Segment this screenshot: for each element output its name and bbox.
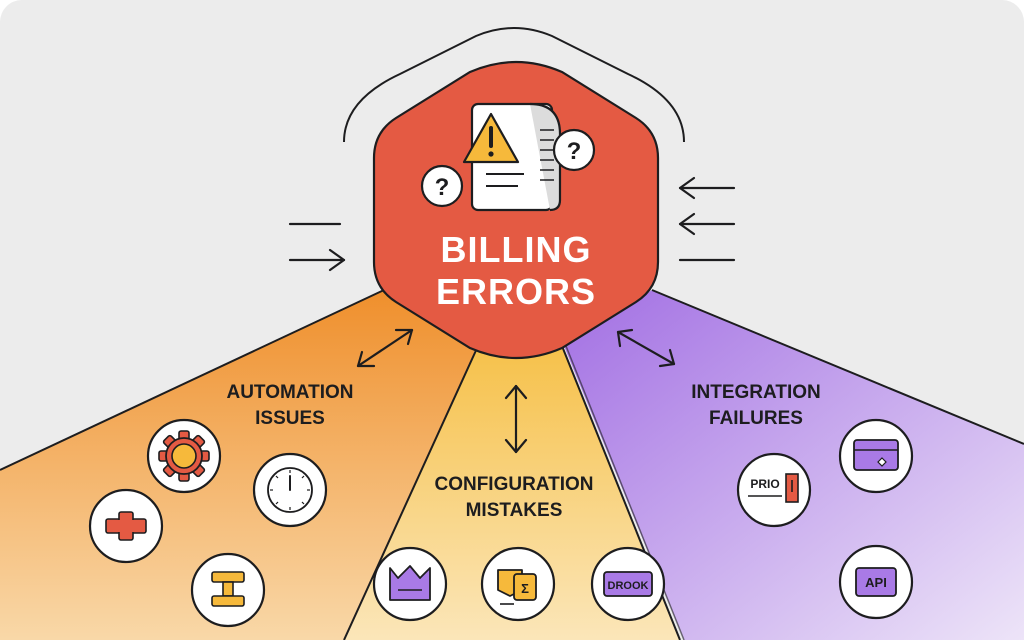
arch-outline — [343, 27, 685, 143]
double-arrow-right — [616, 328, 676, 368]
warning-icon — [462, 112, 520, 164]
clock-icon — [252, 452, 328, 528]
api-label: API — [865, 575, 887, 590]
plus-icon — [88, 488, 164, 564]
price-tag-icon: PRIO — [736, 452, 812, 528]
configuration-label-line2: MISTAKES — [466, 500, 563, 521]
tax-icon: Σ — [480, 546, 556, 622]
hub-title-line2: ERRORS — [436, 271, 596, 312]
svg-text:?: ? — [435, 174, 450, 201]
price-tag-label: PRIO — [750, 477, 779, 491]
card-icon — [838, 418, 914, 494]
gear-icon — [146, 418, 222, 494]
svg-text:?: ? — [567, 138, 582, 165]
question-icon-2: ? — [552, 128, 596, 172]
automation-label-line2: ISSUES — [255, 408, 325, 429]
svg-text:Σ: Σ — [521, 581, 529, 596]
workflow-icon — [190, 552, 266, 628]
double-arrow-center — [504, 384, 528, 454]
book-chip-label: DROOK — [608, 580, 649, 592]
configuration-label-line1: CONFIGURATION — [434, 474, 593, 495]
automation-label-line1: AUTOMATION — [226, 382, 353, 403]
integration-label-line1: INTEGRATION — [691, 382, 820, 403]
right-arrows — [678, 176, 736, 262]
api-icon: API — [838, 544, 914, 620]
left-arrows — [288, 222, 346, 272]
integration-label-line2: FAILURES — [709, 408, 803, 429]
question-icon: ? — [420, 164, 464, 208]
book-chip-icon: DROOK — [590, 546, 666, 622]
crown-icon — [372, 546, 448, 622]
hub-title-line1: BILLING — [441, 229, 592, 270]
double-arrow-left — [356, 328, 414, 368]
